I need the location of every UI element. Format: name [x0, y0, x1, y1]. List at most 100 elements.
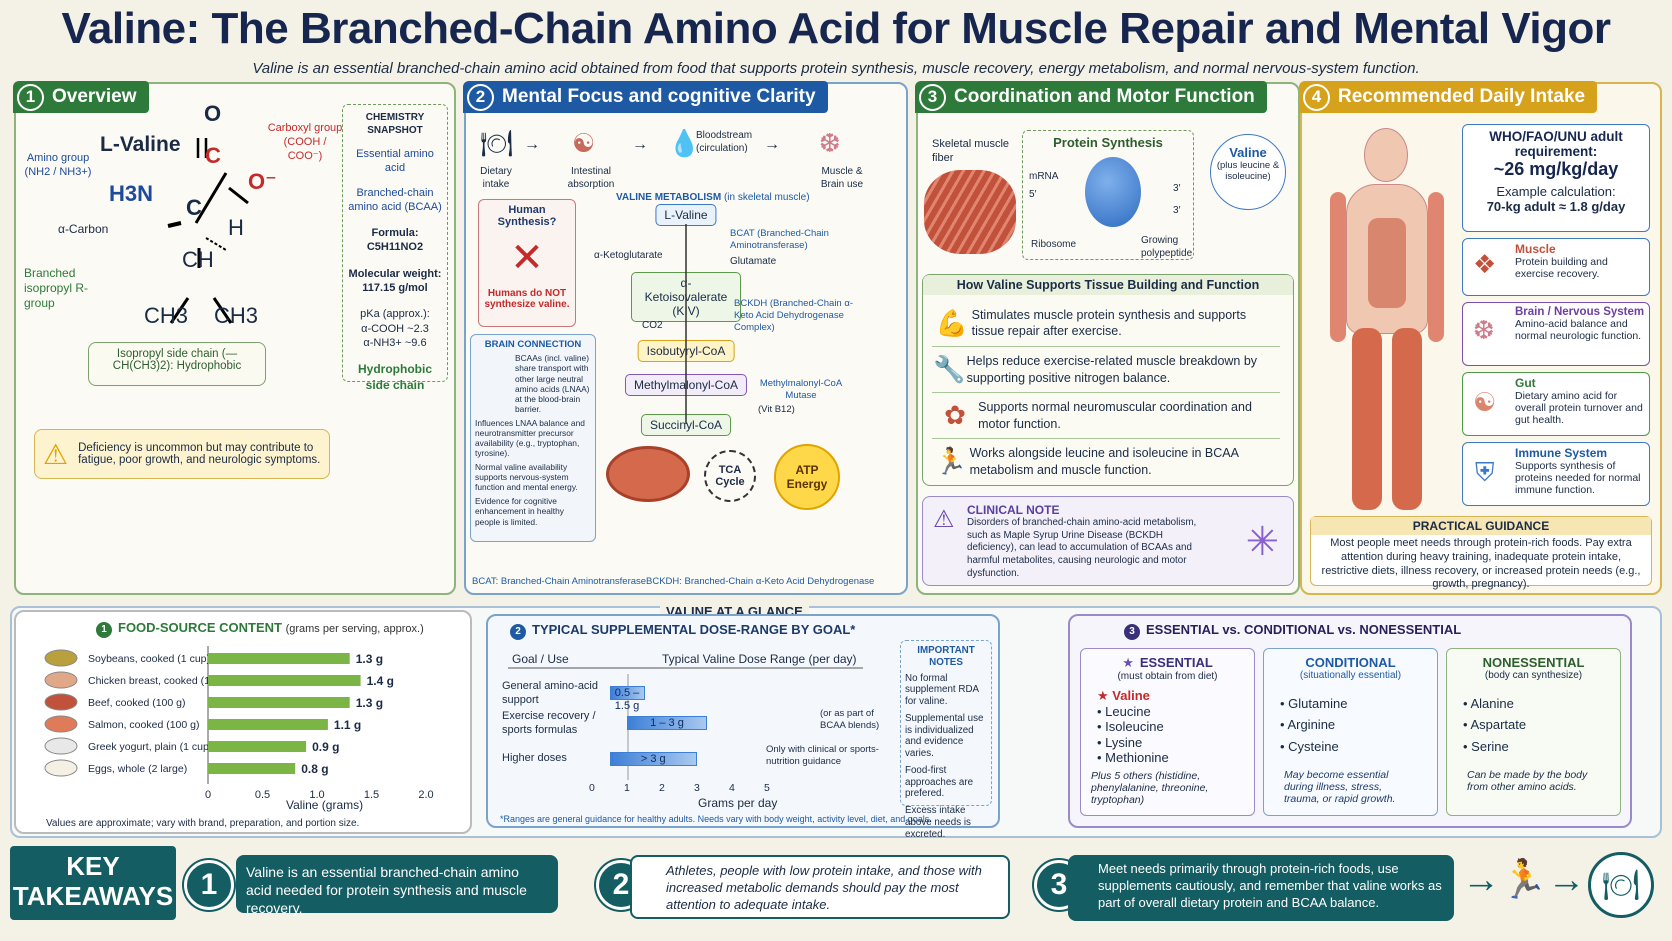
plate-icon: 🍽	[480, 128, 514, 158]
practical-guidance: PRACTICAL GUIDANCE Most people meet need…	[1310, 516, 1652, 590]
mutase-label: Methylmalonyl-CoA Mutase	[759, 378, 843, 401]
dose-footnote: *Ranges are general guidance for healthy…	[500, 814, 932, 824]
muscle-fiber-icon	[924, 170, 1016, 254]
glutamate-label: Glutamate	[730, 256, 777, 267]
tca-cycle: TCA Cycle	[704, 450, 756, 502]
warning-triangle-icon: ⚠	[933, 506, 955, 533]
food-value-label: 1.4 g	[367, 674, 394, 688]
fiber-label: Skeletal muscle fiber	[932, 138, 1010, 164]
support-row-3: ✿Supports normal neuromuscular coordinat…	[932, 392, 1280, 438]
takeaway-1: Valine is an essential branched-chain am…	[236, 855, 558, 916]
takeaway-2: Athletes, people with low protein intake…	[630, 855, 1010, 919]
bcat-label: BCAT (Branched-Chain Aminotransferase)	[730, 228, 829, 251]
amine-group-symbol: H3N	[109, 181, 154, 206]
essential-column: ★ESSENTIAL (must obtain from diet) ★ Val…	[1080, 648, 1255, 816]
oxygen-double: O	[204, 101, 222, 126]
dose-goal-3: Higher doses	[502, 752, 567, 764]
chemistry-snapshot: CHEMISTRY SNAPSHOT Essential amino acid …	[342, 104, 448, 392]
food-tick-label: 2.0	[418, 789, 433, 801]
food-category-label: Beef, cooked (100 g)	[88, 697, 185, 709]
food-value-label: 1.1 g	[334, 718, 361, 732]
bckdh-label: BCKDH (Branched-Chain α-Keto Acid Dehydr…	[734, 298, 854, 333]
dose-note-3: Only with clinical or sports-nutrition g…	[766, 744, 879, 767]
requirement-box: WHO/FAO/UNU adult requirement: ~26 mg/kg…	[1462, 124, 1650, 232]
food-category-label: Greek yogurt, plain (1 cup)	[88, 741, 212, 753]
food-category-label: Salmon, cooked (100 g)	[88, 719, 199, 731]
body-figure	[1330, 128, 1444, 510]
clinical-note: ⚠ CLINICAL NOTE Disorders of branched-ch…	[922, 496, 1294, 586]
dose-tick-label: 1	[624, 782, 630, 794]
food-value-label: 1.3 g	[356, 696, 383, 710]
food-xlabel: Valine (grams)	[286, 798, 364, 812]
valine-structure	[167, 138, 249, 324]
dose-col1: Goal / Use	[512, 652, 569, 666]
dose-bar: 1 – 3 g	[627, 716, 707, 730]
food-value-label: 0.9 g	[312, 740, 339, 754]
takeaway-3: Meet needs primarily through protein-ric…	[1068, 855, 1454, 921]
food-icon	[44, 693, 78, 711]
runner-icon: 🏃	[934, 446, 967, 476]
organ-brain: ❆ Brain / Nervous System Amino-acid bala…	[1462, 302, 1650, 366]
food-icon	[44, 737, 78, 755]
carboxyl-carbon: C	[205, 143, 221, 168]
wrench-icon: 🔧	[933, 354, 966, 384]
food-bar	[208, 763, 296, 774]
important-notes: IMPORTANT NOTES No formal supplement RDA…	[900, 640, 992, 840]
step-l-valine: L-Valine	[655, 204, 717, 226]
oxygen-minus: O⁻	[248, 169, 277, 194]
food-value-label: 1.3 g	[356, 652, 383, 666]
food-category-label: Soybeans, cooked (1 cup)	[88, 653, 210, 665]
ch3-right: CH3	[214, 303, 259, 328]
organ-muscle: ❖ Muscle Protein building and exercise r…	[1462, 238, 1650, 296]
organ-gut: ☯ Gut Dietary amino acid for overall pro…	[1462, 372, 1650, 436]
page-title: Valine: The Branched-Chain Amino Acid fo…	[61, 4, 1611, 53]
dose-note-2: (or as part of BCAA blends)	[820, 708, 880, 731]
organ-immune: ⛨ Immune System Supports synthesis of pr…	[1462, 442, 1650, 506]
food-bar	[208, 675, 361, 686]
brain-icon: ❆	[819, 128, 841, 158]
food-tick-label: 1.5	[364, 789, 379, 801]
carboxyl-label: Carboxyl group (COOH / COO⁻)	[267, 122, 343, 162]
metabolism-pathway: L-Valine α-Ketoisovalerate (KIV) Isobuty…	[586, 204, 786, 474]
dna-crossed-icon: ✕	[510, 236, 544, 280]
dose-goal-1: General amino-acid support	[502, 680, 598, 706]
runner-arrow-icon: →🏃→	[1462, 859, 1586, 901]
food-category-label: Chicken breast, cooked (100 g)	[88, 675, 234, 687]
food-bar	[208, 697, 350, 708]
dose-goal-2: Exercise recovery / sports formulas	[502, 710, 596, 736]
valine-bubble: Valine (plus leucine & isoleucine)	[1210, 134, 1286, 210]
side-chain-box: Isopropyl side chain (—CH(CH3)2): Hydrop…	[88, 342, 266, 386]
dose-tick-label: 5	[764, 782, 770, 794]
co2-label: CO2	[642, 320, 663, 331]
food-icon	[44, 759, 78, 777]
food-tick-label: 1.0	[309, 789, 324, 801]
shield-icon: ⛨	[1475, 457, 1495, 487]
support-row-4: 🏃Works alongside leucine and isoleucine …	[932, 438, 1280, 484]
hydrogen-symbol: H	[228, 215, 244, 240]
branched-label: Branched isopropyl R-group	[24, 266, 89, 310]
food-bar	[208, 719, 328, 730]
gut-icon: ☯	[1473, 387, 1497, 417]
protein-synthesis-box: Protein Synthesis mRNA 5′ 3′ 3′ Ribosome…	[1022, 130, 1194, 260]
food-icon	[44, 715, 78, 733]
bckdh-footer: BCKDH: Branched-Chain α-Keto Acid Dehydr…	[646, 576, 875, 587]
muscle-icon: ❖	[1473, 249, 1497, 279]
brain-connection-box: BRAIN CONNECTION BCAAs (incl. valine) sh…	[470, 334, 596, 542]
takeaway-num-1: 1	[184, 860, 234, 910]
food-tick-label: 0.5	[255, 789, 270, 801]
bcat-footer: BCAT: Branched-Chain Aminotransferase	[472, 576, 647, 587]
ch3-left: CH3	[144, 303, 189, 328]
food-category-label: Eggs, whole (2 large)	[88, 763, 187, 775]
